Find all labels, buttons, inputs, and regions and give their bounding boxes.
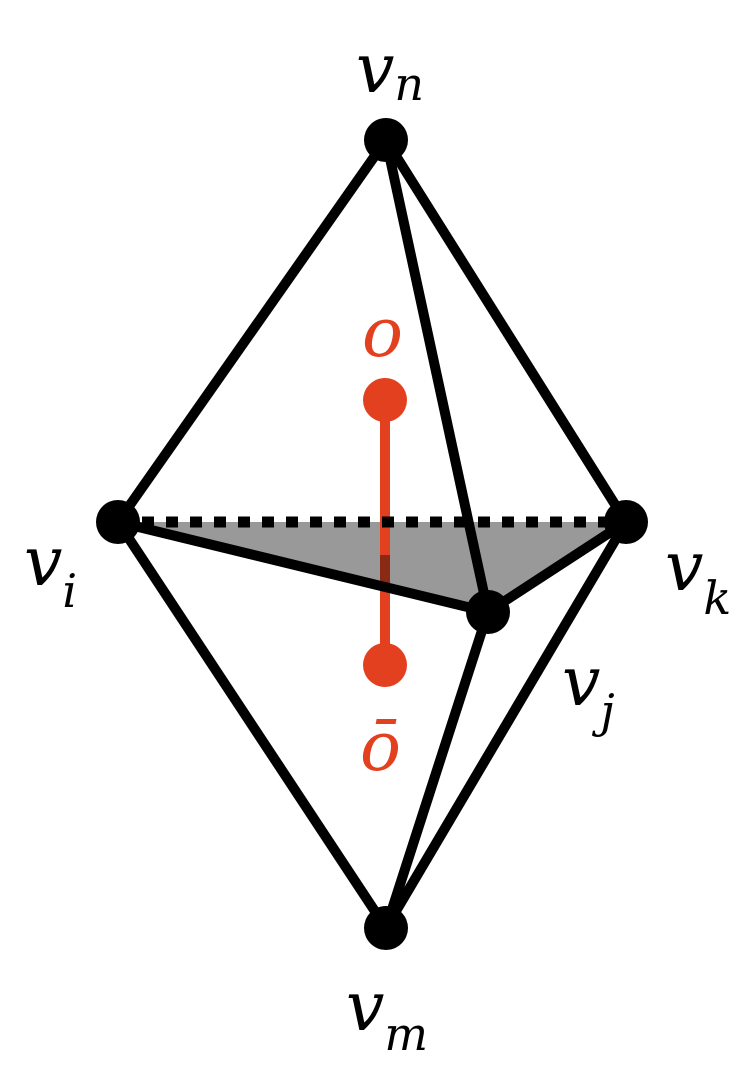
point-o	[363, 378, 407, 422]
edge-vj-vk	[483, 517, 631, 617]
label-o-bar: ō	[360, 708, 401, 787]
shaded-face	[118, 522, 626, 612]
edge-vn-vk	[381, 135, 631, 527]
edge-vm-vj	[381, 607, 493, 933]
edge-vn-vi	[113, 135, 391, 527]
point-o-bar	[363, 643, 407, 687]
vertex-vn	[364, 118, 408, 162]
edge-vn-vj	[381, 135, 493, 617]
label-vi: vi	[24, 523, 77, 618]
edges	[113, 135, 631, 933]
vertex-vm	[364, 906, 408, 950]
label-vm: vm	[346, 968, 428, 1061]
vertex-vi	[96, 500, 140, 544]
edge-vi-vj	[113, 517, 493, 617]
vertex-vk	[604, 500, 648, 544]
label-vn: vn	[356, 30, 424, 111]
label-vk: vk	[665, 528, 731, 625]
edge-vm-vk	[381, 517, 631, 933]
edge-vm-vi	[113, 517, 391, 933]
vertex-vj	[466, 590, 510, 634]
label-o: o	[362, 294, 403, 373]
label-vj: vj	[562, 643, 615, 738]
